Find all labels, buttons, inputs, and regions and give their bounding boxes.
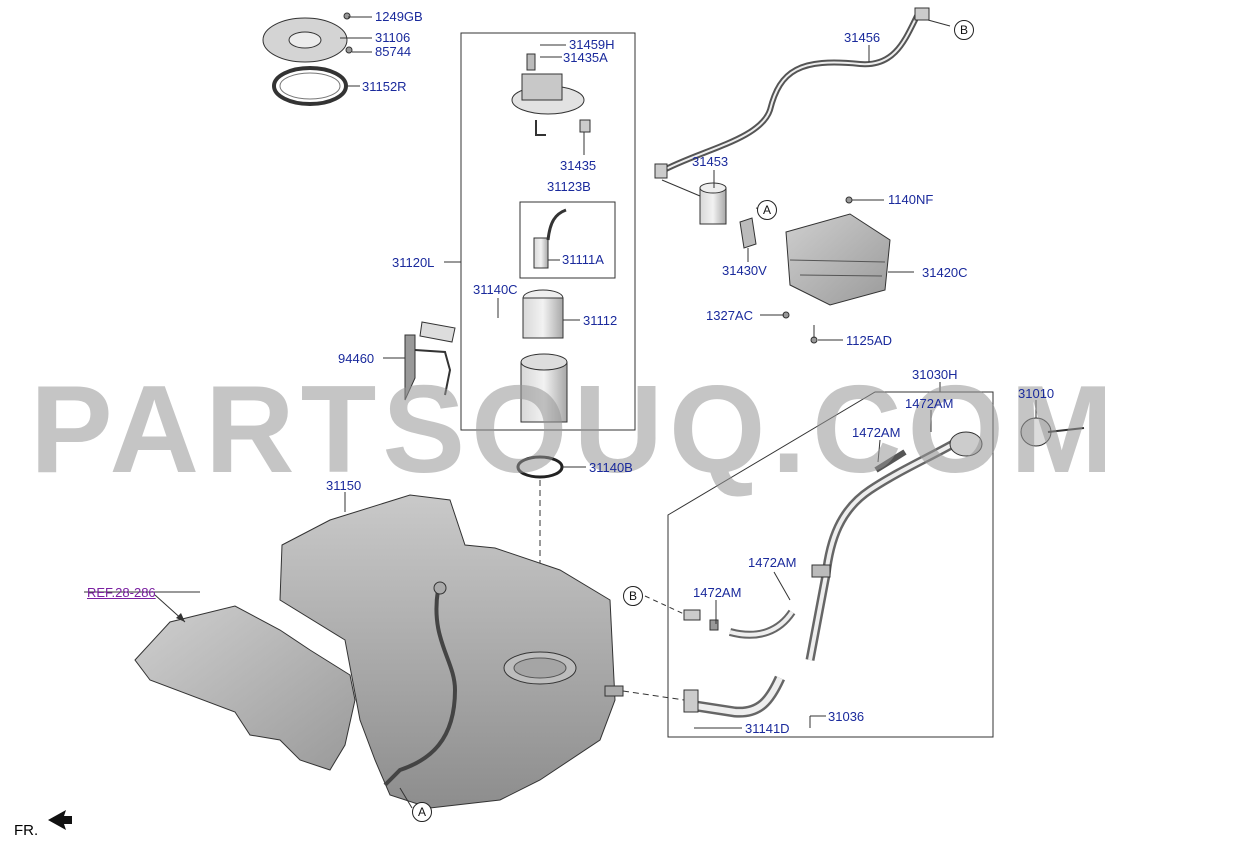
leader-lines [84,16,1037,809]
part-label-1327ac[interactable]: 1327AC [706,308,753,323]
part-label-1472am-right[interactable]: 1472AM [748,555,797,570]
fuel-cap [1020,417,1052,447]
filler-neck [805,436,963,661]
vapor-valve [699,187,727,225]
pump-reservoir [520,361,568,423]
charcoal-canister [785,213,891,306]
front-direction-arrow [48,810,72,830]
part-label-31106[interactable]: 31106 [375,30,411,45]
pump-module-frame [460,32,636,431]
part-label-1472am-mid[interactable]: 1472AM [852,425,901,440]
fuel-tank [279,494,616,809]
part-label-1249gb[interactable]: 1249GB [375,9,423,24]
part-label-1140nf[interactable]: 1140NF [888,192,934,207]
callout-b-top: B [954,20,974,40]
part-label-1472am-left[interactable]: 1472AM [693,585,742,600]
front-direction-label: FR. [14,822,39,839]
part-label-31112[interactable]: 31112 [583,313,618,328]
callout-b-filler: B [623,586,643,606]
part-label-31111a[interactable]: 31111A [562,252,604,267]
pump-oring [516,455,564,479]
heat-shield [134,605,356,771]
part-label-31036[interactable]: 31036 [828,709,865,724]
part-label-31459h[interactable]: 31459H [569,37,615,52]
pump-motor [533,237,549,269]
level-sender [404,334,416,401]
part-label-31010[interactable]: 31010 [1018,386,1055,401]
part-label-31152r[interactable]: 31152R [362,79,407,94]
pump-subframe [519,201,616,279]
part-label-31435[interactable]: 31435 [560,158,597,173]
part-label-1125ad[interactable]: 1125AD [846,333,893,348]
part-label-85744[interactable]: 85744 [375,44,412,59]
part-label-1472am-top[interactable]: 1472AM [905,396,954,411]
part-label-31453[interactable]: 31453 [692,154,729,169]
part-label-31420c[interactable]: 31420C [922,265,968,280]
part-label-31140b[interactable]: 31140B [589,460,633,475]
callout-a-canister: A [757,200,777,220]
callout-a-tank: A [412,802,432,822]
canister-bracket [739,217,757,249]
part-label-31435a[interactable]: 31435A [563,50,608,65]
part-label-31120l[interactable]: 31120L [392,255,435,270]
part-label-31141d[interactable]: 31141D [745,721,790,736]
part-label-31123b[interactable]: 31123B [547,179,591,194]
part-label-31140c[interactable]: 31140C [473,282,518,297]
part-label-31030h[interactable]: 31030H [912,367,958,382]
part-label-31430v[interactable]: 31430V [722,263,767,278]
filler-frame [667,391,994,738]
part-label-31150[interactable]: 31150 [326,478,362,493]
reference-link[interactable]: REF.28-286 [87,585,156,600]
part-label-94460[interactable]: 94460 [338,351,375,366]
part-label-31456[interactable]: 31456 [844,30,881,45]
